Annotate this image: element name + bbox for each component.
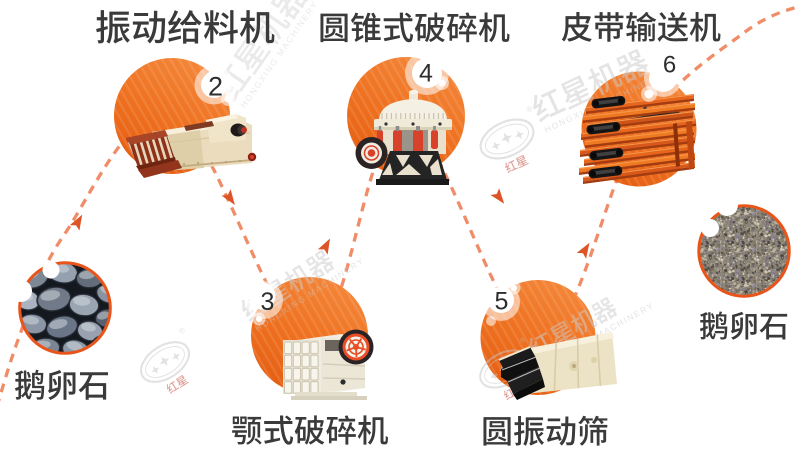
svg-text:®: ® [177, 325, 187, 336]
svg-text:3: 3 [261, 288, 275, 316]
svg-text:5: 5 [495, 288, 509, 316]
svg-text:®: ® [525, 104, 534, 115]
svg-text:4: 4 [419, 60, 433, 88]
svg-text:2: 2 [208, 72, 223, 102]
svg-text:®: ® [518, 335, 528, 346]
svg-text:6: 6 [663, 52, 676, 79]
